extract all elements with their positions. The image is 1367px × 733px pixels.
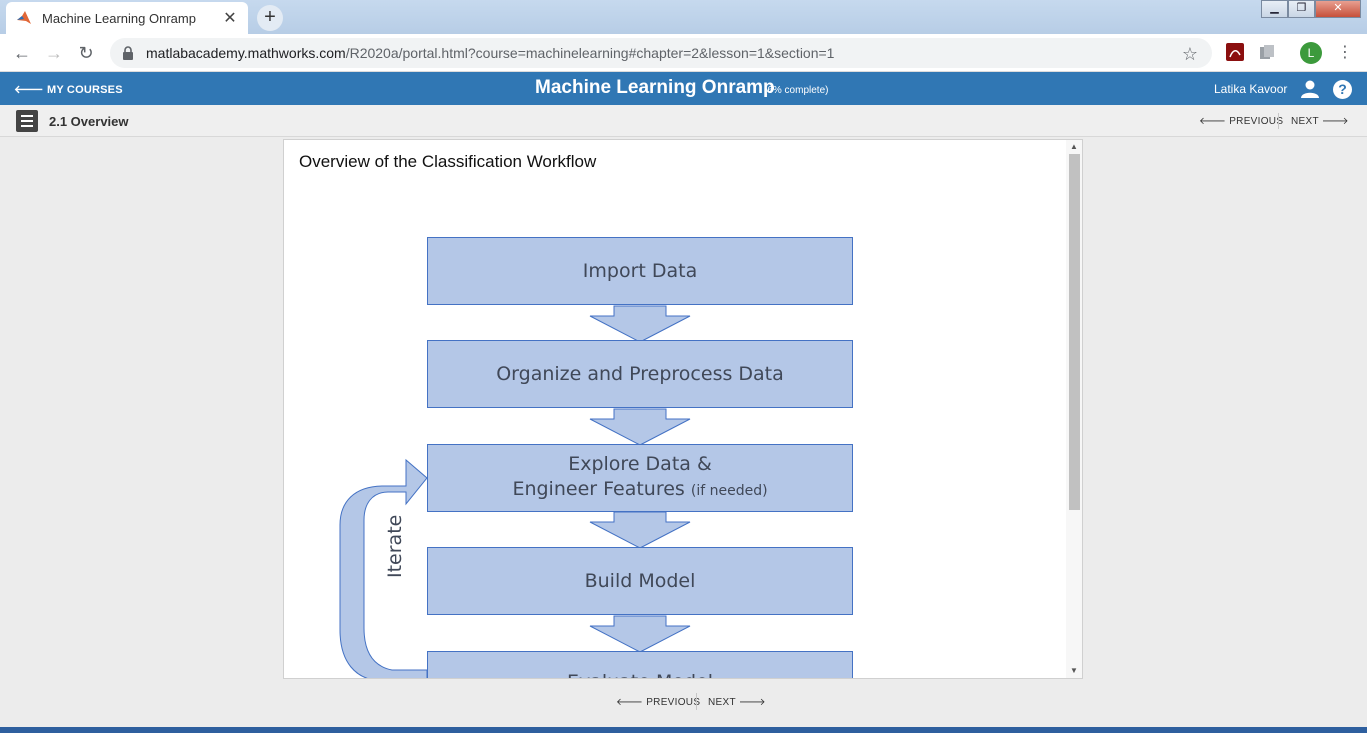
matlab-icon: [17, 11, 31, 24]
iterate-label: Iterate: [384, 514, 406, 578]
workflow-arrows: [339, 305, 691, 678]
browser-toolbar: ← → ↻ matlabacademy.mathworks.com/R2020a…: [0, 34, 1367, 72]
bookmark-star-icon[interactable]: ☆: [1181, 44, 1198, 64]
step-import-data: Import Data: [427, 237, 853, 305]
address-bar[interactable]: matlabacademy.mathworks.com/R2020a/porta…: [110, 38, 1212, 68]
scroll-thumb[interactable]: [1069, 154, 1080, 510]
content-title: Overview of the Classification Workflow: [299, 152, 597, 171]
content-scrollbar[interactable]: ▲ ▼: [1066, 140, 1082, 678]
my-courses-link[interactable]: 🡐 MY COURSES: [14, 84, 123, 96]
down-arrow-1: [589, 305, 691, 343]
down-arrow-2: [589, 408, 691, 446]
footer-previous-button[interactable]: 🡐 PREVIOUS: [616, 697, 701, 708]
step-explore-engineer: Explore Data & Engineer Features (if nee…: [427, 444, 853, 512]
scroll-up-icon[interactable]: ▲: [1070, 142, 1078, 151]
tab-title: Machine Learning Onramp: [42, 10, 196, 26]
browser-menu-icon[interactable]: ⋮: [1337, 44, 1353, 61]
pdf-extension-icon[interactable]: [1226, 43, 1244, 61]
back-arrow-icon[interactable]: ←: [13, 43, 31, 63]
user-icon[interactable]: [1301, 80, 1319, 98]
iterate-loop-arrow: [339, 458, 428, 678]
next-button[interactable]: NEXT 🡒: [1291, 116, 1349, 127]
lesson-bar: 2.1 Overview 🡐 PREVIOUS NEXT 🡒: [0, 105, 1367, 137]
scroll-down-icon[interactable]: ▼: [1070, 666, 1078, 675]
app-header: 🡐 MY COURSES Machine Learning Onramp (6%…: [0, 72, 1367, 105]
reload-icon[interactable]: ↻: [78, 43, 94, 63]
footer-nav-divider: [696, 693, 697, 710]
previous-button[interactable]: 🡐 PREVIOUS: [1199, 116, 1284, 127]
minimize-button[interactable]: ▁: [1261, 0, 1288, 18]
browser-tab[interactable]: Machine Learning Onramp ✕: [6, 2, 248, 34]
new-tab-button[interactable]: +: [257, 5, 283, 31]
user-name[interactable]: Latika Kavoor: [1214, 82, 1288, 96]
close-window-button[interactable]: ✕: [1315, 0, 1361, 18]
course-title: Machine Learning Onramp: [535, 77, 775, 98]
close-tab-icon[interactable]: ✕: [223, 10, 237, 27]
footer-next-button[interactable]: NEXT 🡒: [708, 697, 766, 708]
profile-avatar[interactable]: L: [1300, 42, 1322, 64]
os-taskbar: [0, 727, 1367, 733]
lock-icon: [123, 46, 133, 60]
step-build-model: Build Model: [427, 547, 853, 615]
restore-button[interactable]: ❐: [1288, 0, 1315, 18]
content-panel: Overview of the Classification Workflow …: [283, 139, 1083, 679]
step-evaluate-model: Evaluate Model: [427, 651, 853, 678]
forward-arrow-icon[interactable]: →: [45, 43, 63, 63]
extension-puzzle-icon[interactable]: [1258, 43, 1276, 61]
step-organize-preprocess: Organize and Preprocess Data: [427, 340, 853, 408]
section-title: 2.1 Overview: [49, 114, 129, 129]
window-controls: ▁ ❐ ✕: [1261, 0, 1361, 18]
nav-divider: [1278, 113, 1279, 129]
menu-icon[interactable]: [16, 110, 38, 132]
help-icon[interactable]: ?: [1333, 80, 1352, 99]
url-text: matlabacademy.mathworks.com/R2020a/porta…: [146, 45, 835, 61]
down-arrow-4: [589, 615, 691, 653]
browser-tabstrip: Machine Learning Onramp ✕ + ▁ ❐ ✕: [0, 0, 1367, 34]
down-arrow-3: [589, 511, 691, 549]
course-progress: (6% complete): [764, 85, 829, 96]
